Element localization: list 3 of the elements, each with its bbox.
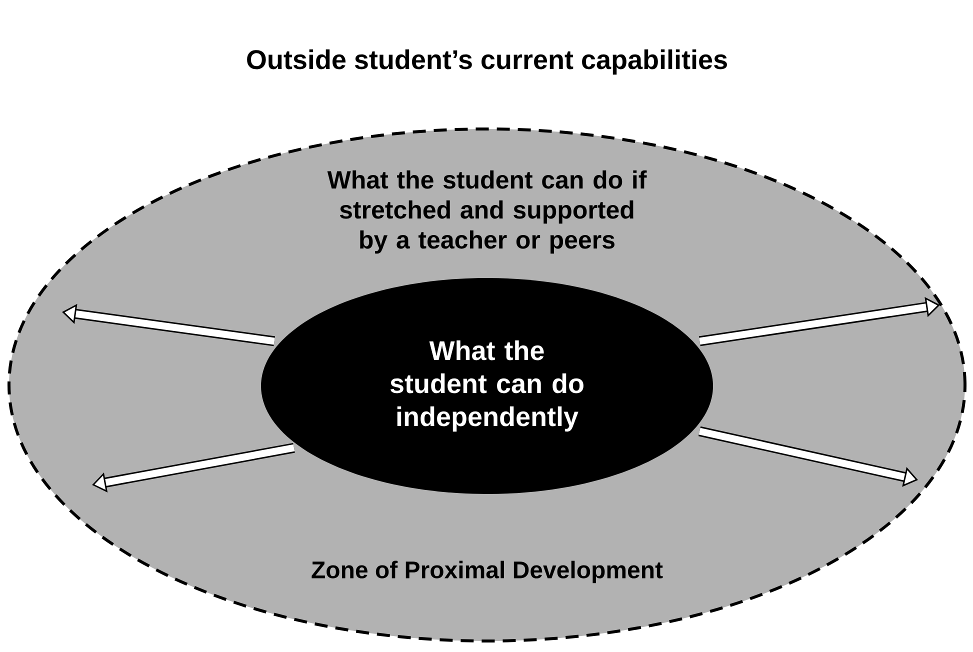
outer-label: Outside student’s current capabilities: [247, 49, 727, 75]
zone-heading: What the student can do if stretched and supported by a teacher or peers: [327, 170, 647, 254]
zone-name: Zone of Proximal Development: [312, 560, 663, 584]
